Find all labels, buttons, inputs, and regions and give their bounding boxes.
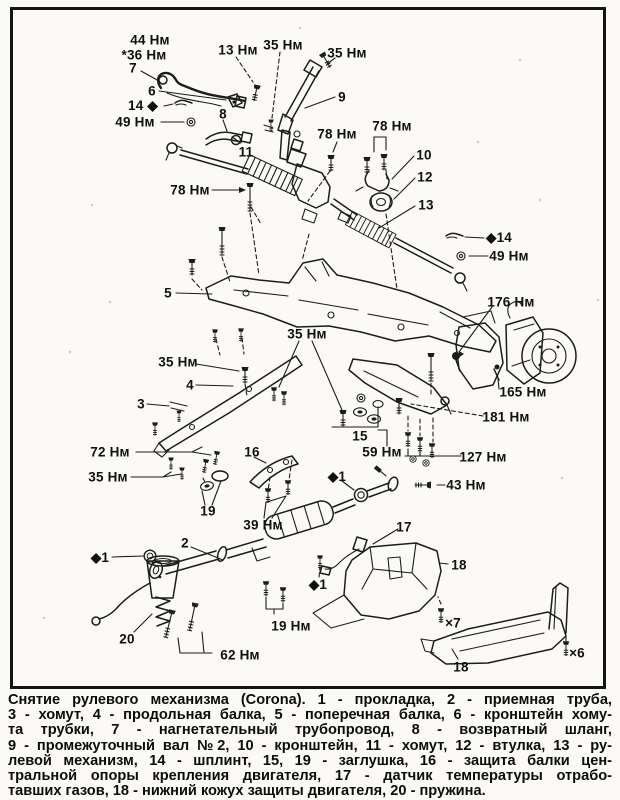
part-label-11: 11 [238,144,254,160]
caption-line: тральной опоры крепления двигателя, 17 -… [8,768,612,785]
torque-label-35nm-shaft: 35 Нм [327,45,367,61]
dashed-alignment-lines [191,51,567,642]
caption-line: 9 - промежуточный вал №2, 10 - кронштейн… [8,737,612,754]
engine-cover-18-upper [312,542,445,629]
part-label-10: 10 [416,147,432,163]
torque-label-78nm-right: 78 Нм [372,118,412,134]
torque-label-43nm: 43 Нм [446,477,486,493]
part-label-18-upper: 18 [451,557,467,573]
torque-label-165nm: 165 Нм [499,384,547,400]
part-label-19: 19 [200,503,216,519]
torque-label-78nm-left: 78 Нм [170,182,210,198]
part-label-16: 16 [244,444,260,460]
part-label-20: 20 [119,631,135,647]
torque-label-35nm-low: 35 Нм [88,469,128,485]
caption-line: левой механизм, 14 - шплинт, 15, 19 - за… [8,752,612,769]
part-label-3: 3 [137,396,145,412]
scan-noise-dots [42,26,600,620]
return-hose-8-clamp-11 [205,131,253,146]
steering-rack-13 [165,130,468,292]
gasket-label-1-left: ◆1 [90,550,110,565]
figure-caption: Снятие рулевого механизма (Corona). 1 - … [8,692,612,800]
part-label-18-lower: 18 [453,659,469,675]
gasket-label-1-right: ◆1 [308,577,328,592]
torque-label-44nm: 44 Нм [130,32,170,48]
gasket-label-1-mid: ◆1 [327,469,347,484]
part-label-17: 17 [396,519,412,535]
torque-label-127nm: 127 Нм [459,449,507,465]
part-label-12: 12 [417,169,433,185]
caption-line: Снятие рулевого механизма (Corona). 1 - … [8,692,612,708]
part-label-14-right: ◆14 [486,230,512,245]
part-label-8: 8 [219,106,227,122]
crossmember-5 [187,226,497,427]
part-label-15: 15 [352,428,368,444]
exploded-view-drawing [10,7,606,689]
beam-protector-16 [249,455,299,504]
torque-label-35nm-beam: 35 Нм [158,354,198,370]
bracket-10-bushing-12 [245,153,399,212]
pressure-pipe-7 [156,71,262,109]
torque-label-39nm: 39 Нм [243,517,283,533]
part-label-4: 4 [186,377,194,393]
longitudinal-beam-4 [151,355,303,493]
part-label-13: 13 [418,197,434,213]
torque-label-35nm-mid: 35 Нм [287,326,327,342]
engine-cover-18-lower [420,582,570,665]
part-label-9: 9 [338,89,346,105]
torque-label-78nm-center: 78 Нм [317,126,357,142]
caption-line: тавших газов, 18 - нижний кожух защиты д… [8,783,486,800]
lower-arm-knuckle-brake [348,300,577,415]
torque-label-176nm: 176 Нм [487,294,535,310]
part-label-14-top: 14 ◆ [128,98,158,113]
torque-label-62nm: 62 Нм [220,647,260,663]
figure-frame [10,7,606,689]
caption-line: та трубки, 7 - нагнетательный трубопрово… [8,722,612,739]
part-label-7: 7 [129,60,137,76]
torque-label-181nm: 181 Нм [482,409,530,425]
torque-label-49nm-left: 49 Нм [115,114,155,130]
torque-label-72nm: 72 Нм [90,444,130,460]
torque-label-35nm-hose: 35 Нм [263,37,303,53]
bolt-count-x7: ×7 [445,615,461,631]
torque-label-19nm: 19 Нм [271,618,311,634]
caption-line: 3 - хомут, 4 - продольная балка, 5 - поп… [8,707,612,724]
spring-20-and-bracket [91,555,200,639]
part-label-5: 5 [164,285,172,301]
torque-label-36nm: *36 Нм [121,47,167,63]
leader-lines [111,57,500,660]
torque-label-59nm: 59 Нм [362,444,402,460]
bolt-count-x6: ×6 [569,645,585,661]
part-label-6: 6 [148,83,156,99]
torque-label-13nm: 13 Нм [218,42,258,58]
torque-label-49nm-right: 49 Нм [489,248,529,264]
part-label-2: 2 [181,535,189,551]
